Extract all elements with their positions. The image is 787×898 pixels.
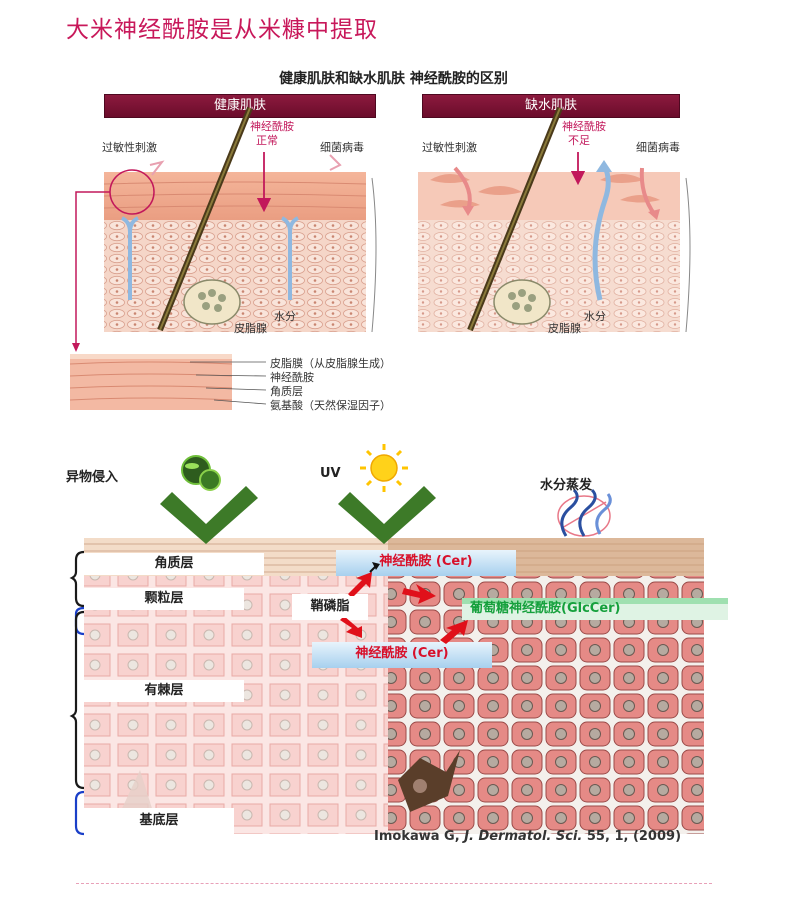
dry-ceramide-label: 神经酰胺 [562, 120, 606, 133]
foreign-invasion-label: 异物侵入 [66, 470, 119, 485]
epidermis-diagram [69, 444, 728, 836]
dry-skin-header: 缺水肌肤 [422, 94, 680, 118]
magnified-layer-strip [69, 354, 267, 410]
healthy-bacteria-label: 细菌病毒 [320, 141, 364, 154]
healthy-skin-panel [103, 106, 377, 333]
healthy-sebaceous-label: 皮脂腺 [234, 322, 267, 335]
dry-bacteria-label: 细菌病毒 [636, 141, 680, 154]
glucosylceramide-label: 葡萄糖神经酰胺(GlcCer) [470, 601, 621, 616]
granular-layer-label: 颗粒层 [84, 588, 244, 610]
dry-allergy-label: 过敏性刺激 [422, 141, 477, 154]
sun-icon [360, 444, 408, 492]
evaporation-label: 水分蒸发 [540, 478, 593, 493]
citation: Imokawa G, J. Dermatol. Sci. 55, 1, (200… [374, 829, 681, 844]
ceramide-top-label: 神经酰胺 (Cer) [379, 554, 473, 569]
legend-amino-acid: 氨基酸（天然保湿因子） [270, 399, 391, 412]
bacteria-icon [181, 455, 221, 491]
stratum-corneum-label: 角质层 [84, 553, 264, 575]
basal-layer-label: 基底层 [84, 810, 234, 832]
skin-comparison-diagram [69, 106, 691, 410]
uv-label: UV [320, 466, 341, 481]
legend-stratum-corneum: 角质层 [270, 385, 303, 398]
dry-water-label: 水分 [584, 310, 606, 323]
legend-ceramide: 神经酰胺 [270, 371, 314, 384]
evaporation-icon [557, 488, 612, 537]
figure1-title: 健康肌肤和缺水肌肤 神经酰胺的区别 [279, 71, 508, 87]
dry-skin-panel [418, 106, 691, 333]
healthy-ceramide-label: 神经酰胺 [250, 120, 294, 133]
healthy-skin-header: 健康肌肤 [104, 94, 376, 118]
legend-sebum-film: 皮脂膜（从皮脂腺生成） [270, 357, 391, 370]
dry-ceramide-state: 不足 [568, 134, 590, 147]
healthy-allergy-label: 过敏性刺激 [102, 141, 157, 154]
spinous-layer-label: 有棘层 [84, 680, 244, 702]
sphingomyelin-label: 鞘磷脂 [292, 596, 368, 618]
bottom-divider [76, 883, 712, 884]
page-title: 大米神经酰胺是从米糠中提取 [66, 17, 378, 43]
citation-authors: Imokawa G, [374, 829, 465, 844]
citation-journal: J. Dermatol. Sci. [464, 829, 583, 844]
ceramide-bottom-label: 神经酰胺 (Cer) [355, 646, 449, 661]
citation-volume: 55, 1, (2009) [582, 829, 682, 844]
dry-sebaceous-label: 皮脂腺 [548, 322, 581, 335]
healthy-water-label: 水分 [274, 310, 296, 323]
healthy-ceramide-state: 正常 [256, 134, 278, 147]
